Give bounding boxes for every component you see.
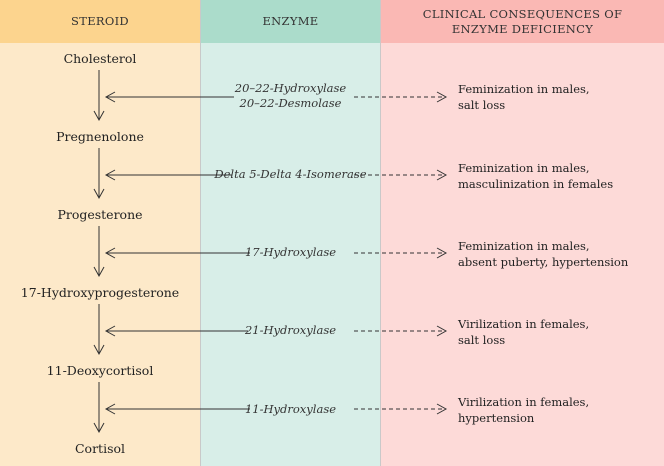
steroid-progesterone: Progesterone xyxy=(57,207,143,222)
enzyme-name: 21-Hydroxylase xyxy=(244,323,337,337)
steroid-column: STEROID xyxy=(0,0,200,466)
column-divider xyxy=(380,0,381,466)
enzyme-arrow-head xyxy=(104,247,116,259)
steroid-17-hydroxyprogesterone: 17-Hydroxyprogesterone xyxy=(20,285,180,300)
consequence-line: salt loss xyxy=(458,333,506,347)
consequence-arrow-head xyxy=(436,91,448,103)
consequence-step-4: Virilization in females, salt loss xyxy=(458,316,663,348)
pathway-arrow-head xyxy=(93,188,105,200)
enzyme-arrow-head xyxy=(104,325,116,337)
steroid-11-deoxycortisol: 11-Deoxycortisol xyxy=(46,363,154,378)
clinical-column-body xyxy=(381,43,664,466)
consequence-line: hypertension xyxy=(458,411,535,425)
consequence-line: Feminization in males, xyxy=(458,82,590,96)
steroid-cortisol: Cortisol xyxy=(74,441,126,456)
pathway-arrow-head xyxy=(93,344,105,356)
consequence-arrow-head xyxy=(436,403,448,415)
enzyme-step-5: 11-Hydroxylase xyxy=(201,402,380,417)
pathway-arrow-head xyxy=(93,422,105,434)
enzyme-step-1: 20–22-Hydroxylase 20–22-Desmolase xyxy=(201,81,380,111)
consequence-line: masculinization in females xyxy=(458,177,614,191)
enzyme-step-3: 17-Hydroxylase xyxy=(201,245,380,260)
consequence-line: Feminization in males, xyxy=(458,161,590,175)
consequence-line: Virilization in females, xyxy=(458,317,590,331)
consequence-step-5: Virilization in females, hypertension xyxy=(458,394,663,426)
steroid-pregnenolone: Pregnenolone xyxy=(56,129,144,144)
pathway-arrow-head xyxy=(93,266,105,278)
enzyme-column: ENZYME xyxy=(201,0,380,466)
consequence-line: Feminization in males, xyxy=(458,239,590,253)
column-divider xyxy=(200,0,201,466)
pathway-arrow-head xyxy=(93,110,105,122)
consequence-arrow-head xyxy=(436,325,448,337)
clinical-header: CLINICAL CONSEQUENCES OF ENZYME DEFICIEN… xyxy=(381,0,664,43)
enzyme-name: Delta 5-Delta 4-Isomerase xyxy=(214,167,367,181)
enzyme-column-body xyxy=(201,43,380,466)
enzyme-name: 17-Hydroxylase xyxy=(244,245,337,259)
clinical-header-line-2: ENZYME DEFICIENCY xyxy=(451,21,594,36)
steroid-column-body xyxy=(0,43,200,466)
enzyme-header: ENZYME xyxy=(201,0,380,43)
consequence-line: salt loss xyxy=(458,98,506,112)
enzyme-arrow-head xyxy=(104,403,116,415)
enzyme-step-2: Delta 5-Delta 4-Isomerase xyxy=(201,167,380,182)
clinical-column: CLINICAL CONSEQUENCES OF ENZYME DEFICIEN… xyxy=(381,0,664,466)
consequence-step-1: Feminization in males, salt loss xyxy=(458,81,663,113)
enzyme-arrow-head xyxy=(104,169,116,181)
clinical-header-line-1: CLINICAL CONSEQUENCES OF xyxy=(422,6,623,21)
consequence-line: absent puberty, hypertension xyxy=(458,255,629,269)
enzyme-name: 11-Hydroxylase xyxy=(244,402,337,416)
enzyme-arrow-head xyxy=(104,91,116,103)
steroid-cholesterol: Cholesterol xyxy=(63,51,137,66)
enzyme-step-4: 21-Hydroxylase xyxy=(201,323,380,338)
consequence-arrow-head xyxy=(436,169,448,181)
consequence-step-3: Feminization in males, absent puberty, h… xyxy=(458,238,663,270)
consequence-arrow-head xyxy=(436,247,448,259)
consequence-step-2: Feminization in males, masculinization i… xyxy=(458,160,663,192)
consequence-line: Virilization in females, xyxy=(458,395,590,409)
enzyme-name: 20–22-Hydroxylase xyxy=(234,81,347,95)
enzyme-name: 20–22-Desmolase xyxy=(239,96,342,110)
steroid-header: STEROID xyxy=(0,0,200,43)
